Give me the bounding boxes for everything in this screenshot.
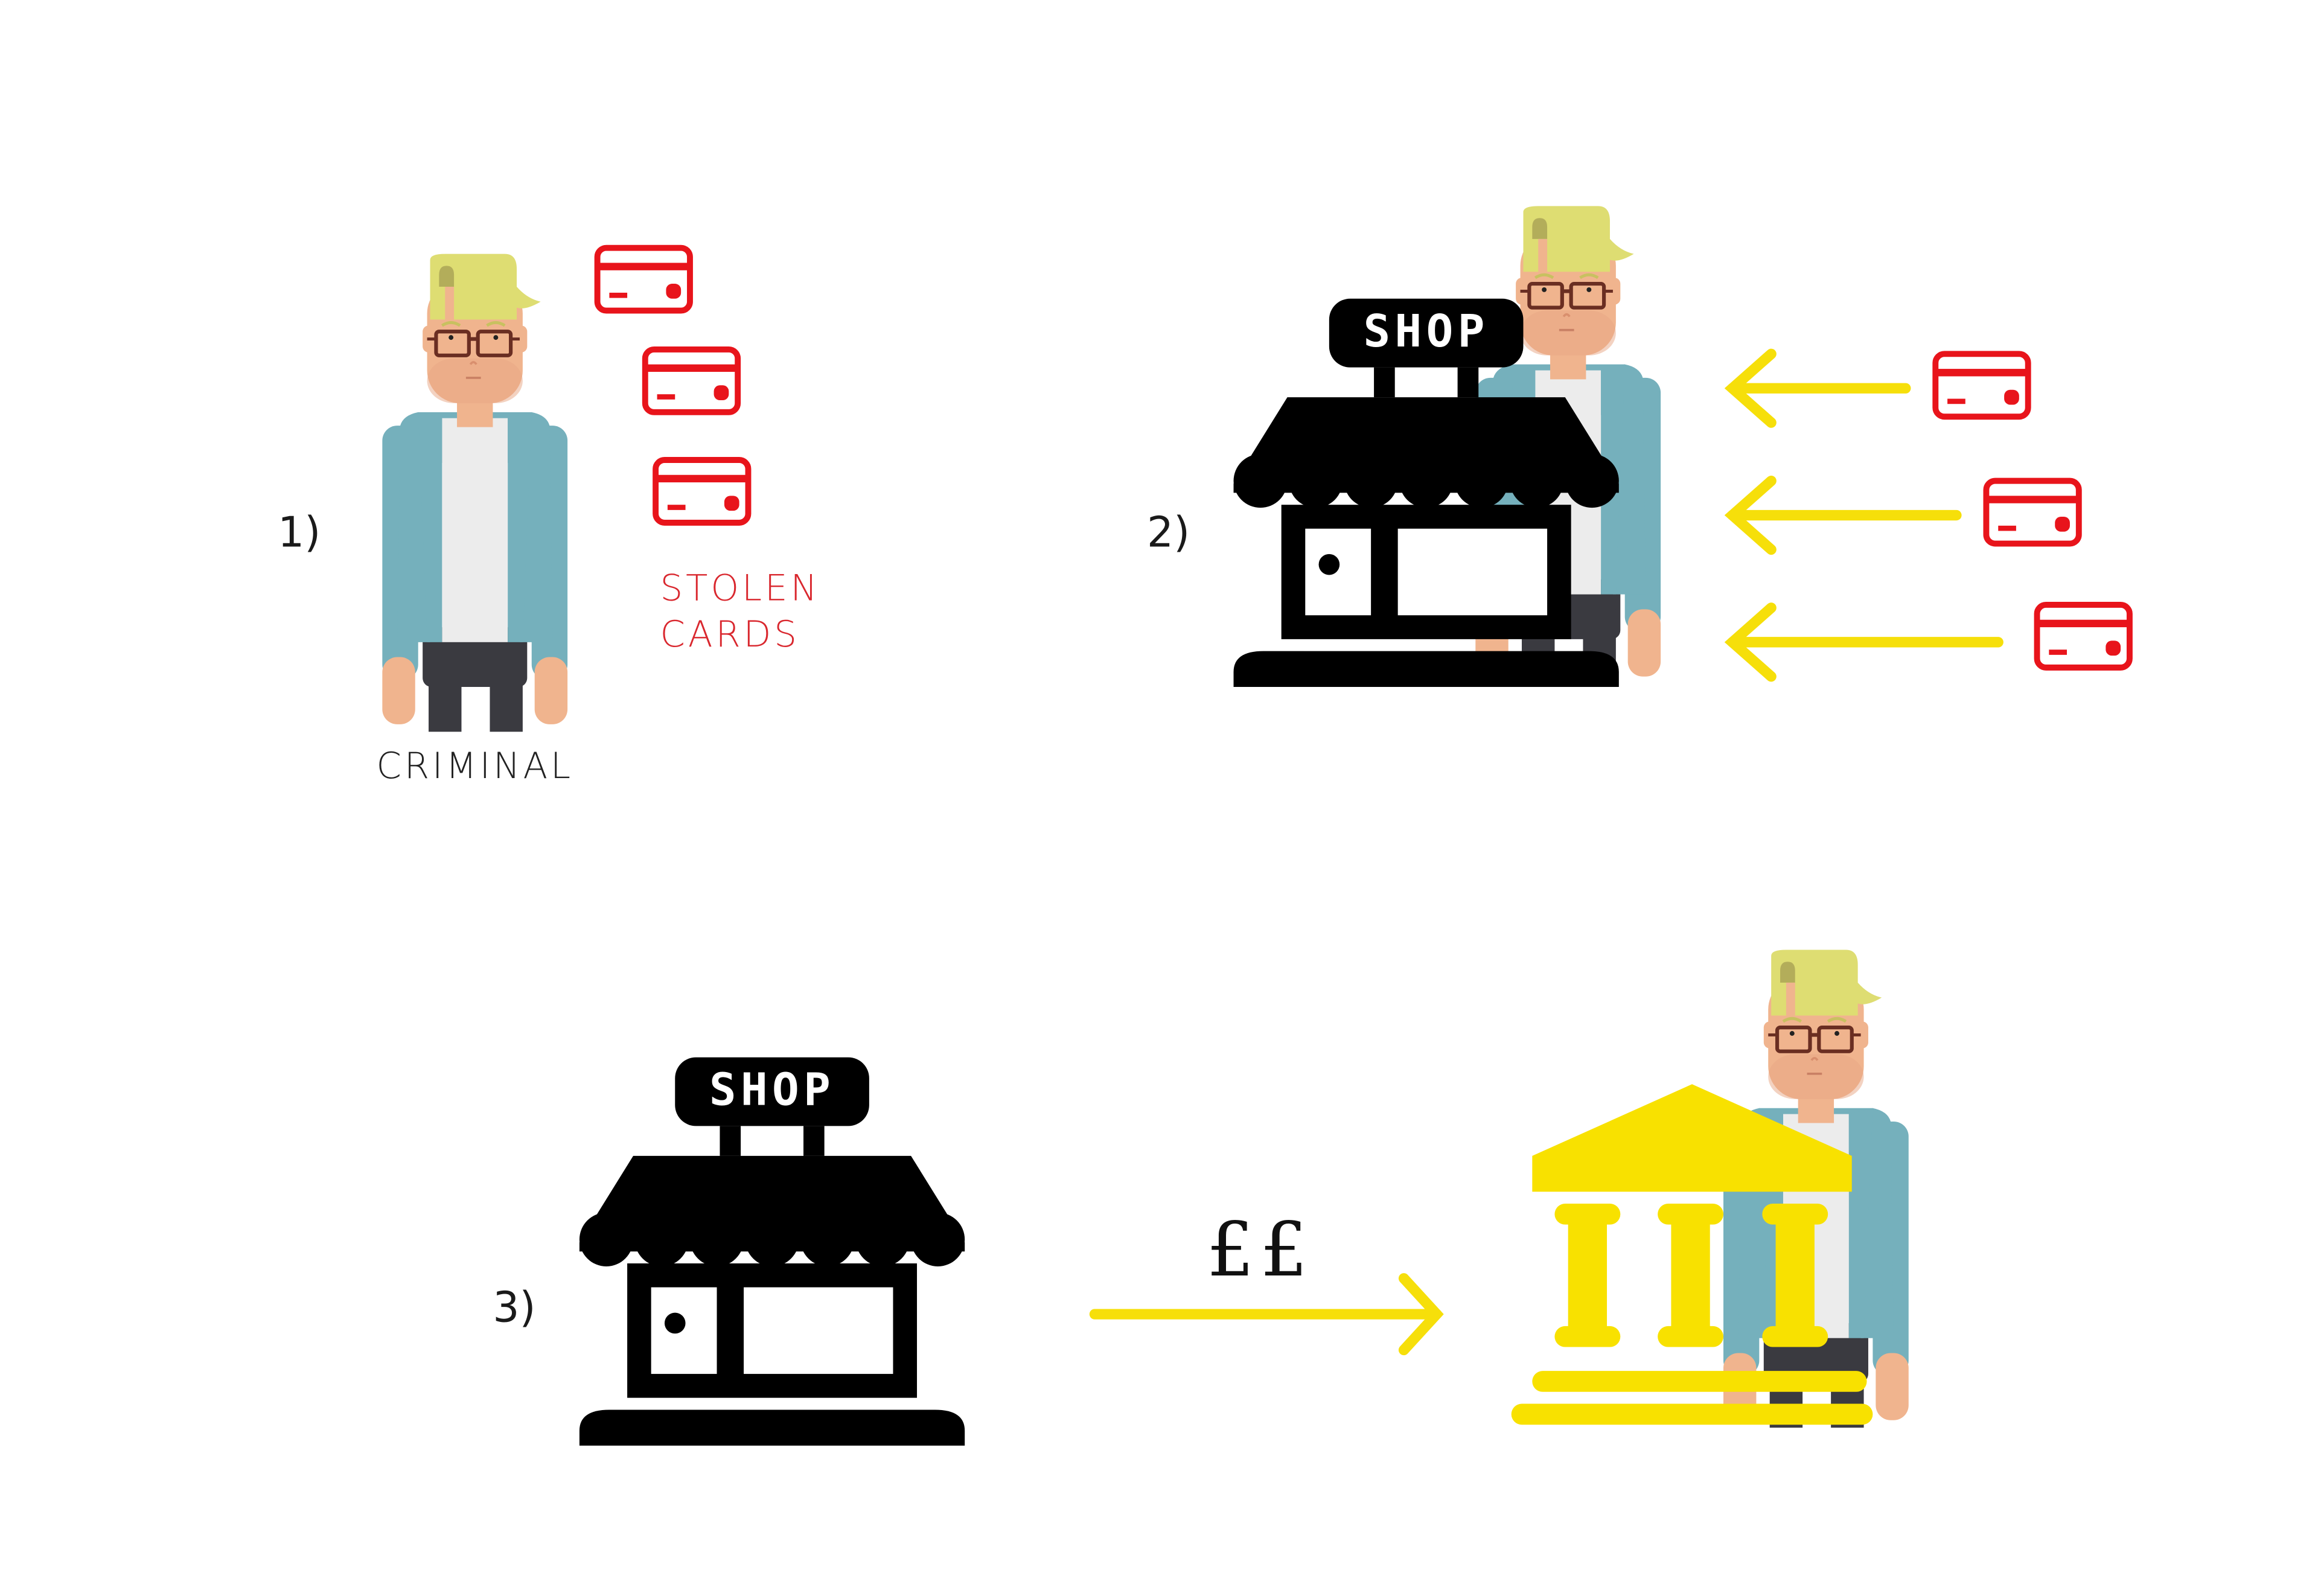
step-1-label: 1)	[278, 508, 321, 557]
stolen-card-icon	[598, 248, 690, 311]
shop-sign-text: SHOP	[709, 1064, 835, 1116]
shop-icon: SHOP	[579, 1057, 965, 1446]
arrow-left-icon	[1724, 475, 1962, 555]
stolen-cards-caption-line1: STOLEN	[660, 568, 820, 610]
arrow-left-icon	[1724, 602, 2004, 682]
step-1: 1) CRIMINAL STOLEN CARDS	[278, 248, 820, 787]
card-icon	[1986, 481, 2078, 544]
stolen-card-icon	[656, 460, 748, 523]
bank-column	[1658, 1204, 1723, 1347]
stolen-cards-caption-line2: CARDS	[660, 614, 800, 656]
bank-column	[1554, 1204, 1621, 1347]
card-icon	[2037, 605, 2130, 668]
criminal-caption: CRIMINAL	[376, 745, 573, 787]
bank-icon	[1511, 1084, 1873, 1425]
criminal-figure	[382, 254, 567, 732]
arrow-left-icon	[1724, 348, 1911, 428]
bank-column	[1762, 1204, 1828, 1347]
shop-sign-text: SHOP	[1363, 305, 1489, 357]
step-2: 2) SHOP	[1147, 206, 2130, 688]
arrow-right-icon	[1089, 1273, 1444, 1356]
stolen-card-icon	[645, 350, 738, 412]
transfer-amount-label: ££	[1207, 1207, 1314, 1294]
step-2-label: 2)	[1147, 508, 1190, 557]
step-3-label: 3)	[493, 1283, 535, 1332]
step-3: 3) SHOP ££	[493, 950, 1908, 1446]
card-icon	[1935, 354, 2028, 417]
shop-icon: SHOP	[1233, 298, 1619, 688]
